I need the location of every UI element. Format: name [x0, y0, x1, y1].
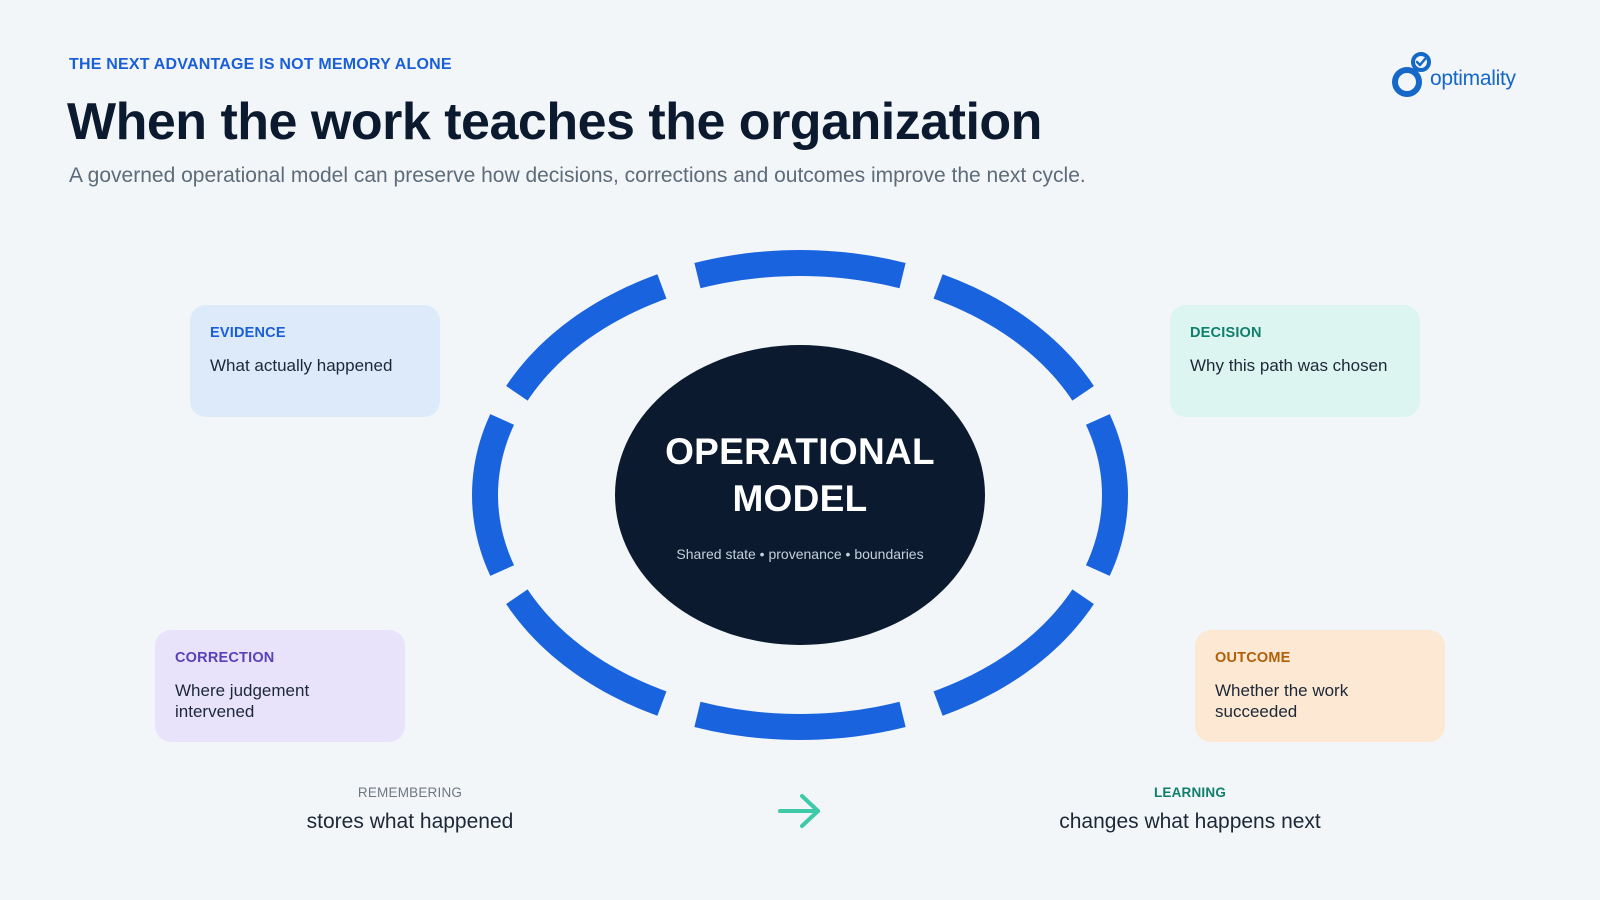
logo-mark-icon — [1392, 52, 1431, 97]
learning-block: LEARNING changes what happens next — [990, 785, 1390, 834]
correction-card-description: Where judgement intervened — [175, 681, 310, 721]
brand-logo: optimality — [1392, 50, 1532, 100]
evidence-card-description: What actually happened — [210, 356, 393, 375]
outcome-card: OUTCOME Whether the work succeeded — [1195, 630, 1445, 742]
ring-segment — [933, 589, 1094, 716]
evidence-card: EVIDENCE What actually happened — [190, 305, 440, 417]
hub-title: OPERATIONAL MODEL — [600, 428, 1000, 522]
learning-text: changes what happens next — [1059, 810, 1321, 833]
hub-subtitle: Shared state • provenance • boundaries — [676, 546, 924, 562]
correction-card: CORRECTION Where judgement intervened — [155, 630, 405, 742]
remembering-block: REMEMBERING stores what happened — [210, 785, 610, 834]
learning-label: LEARNING — [1153, 785, 1227, 800]
outcome-card-description: Whether the work succeeded — [1215, 681, 1349, 721]
operational-model-hub — [615, 345, 985, 645]
ring-segment — [506, 274, 667, 401]
ring-segment — [933, 274, 1094, 401]
remembering-text: stores what happened — [306, 810, 514, 833]
ring-segment — [694, 249, 906, 289]
evidence-card-label: EVIDENCE — [210, 325, 286, 341]
outcome-card-label: OUTCOME — [1215, 650, 1291, 666]
decision-card-label: DECISION — [1190, 325, 1262, 341]
decision-card-description: Why this path was chosen — [1190, 356, 1388, 375]
hub-title-line-2: MODEL — [732, 478, 868, 519]
correction-card-label: CORRECTION — [175, 650, 275, 666]
eyebrow-heading: THE NEXT ADVANTAGE IS NOT MEMORY ALONE — [69, 56, 452, 73]
ring-segment — [1085, 414, 1129, 576]
remembering-label: REMEMBERING — [357, 785, 463, 800]
page-title: When the work teaches the organization — [67, 93, 1042, 151]
hub-title-line-1: OPERATIONAL — [665, 431, 935, 472]
ring-segment — [506, 589, 667, 716]
ring-segment — [471, 414, 515, 576]
decision-card: DECISION Why this path was chosen — [1170, 305, 1420, 417]
arrow-right-icon — [778, 794, 820, 828]
page-subtitle: A governed operational model can preserv… — [69, 164, 1086, 187]
cycle-ring — [471, 249, 1129, 741]
logo-wordmark: optimality — [1430, 67, 1516, 90]
ring-segment — [694, 701, 906, 741]
